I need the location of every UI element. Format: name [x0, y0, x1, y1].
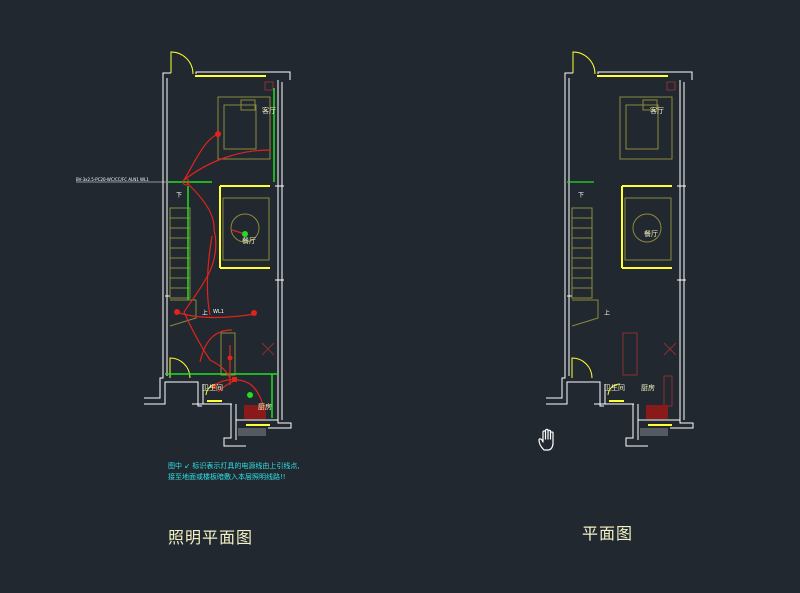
- left-label-dining: 餐厅: [242, 236, 256, 245]
- left-hatch: [244, 405, 266, 419]
- left-green-lines: [165, 88, 278, 418]
- left-doors: [169, 51, 219, 396]
- right-windows: [597, 75, 672, 426]
- hand-pointer-icon: [538, 428, 560, 456]
- right-step: [640, 428, 668, 436]
- left-extras: [261, 81, 275, 356]
- left-feeder-label: BV-3x2.5-PC20-WC/CC/FC ALN1 WL1: [76, 177, 149, 182]
- left-windows: [195, 75, 270, 426]
- left-lamps: [174, 131, 257, 398]
- right-label-dining: 餐厅: [644, 229, 658, 238]
- lighting-plan: [144, 51, 292, 447]
- lighting-note-line-2: 接至地面或楼板暗敷入本层照明线路!!: [168, 473, 286, 481]
- left-circuit-label: WL1: [213, 309, 224, 315]
- right-label-kitchen: 厨房: [641, 383, 655, 392]
- floor-plan-title: 平面图: [582, 524, 634, 543]
- right-doors: [571, 51, 621, 396]
- right-walls: [546, 71, 694, 447]
- right-hatch: [646, 405, 668, 419]
- left-label-kitchen: 厨房: [258, 402, 272, 411]
- left-label-bathroom: 卫生间: [202, 383, 223, 392]
- left-stair-down: 下: [176, 192, 182, 199]
- left-label-living: 客厅: [262, 106, 276, 115]
- right-stair-down: 下: [578, 192, 584, 199]
- right-label-living: 客厅: [650, 106, 664, 115]
- floor-plan: [546, 51, 694, 447]
- left-step: [238, 428, 266, 436]
- lighting-plan-title: 照明平面图: [168, 528, 254, 547]
- left-stair-up: 上: [202, 309, 208, 317]
- right-label-bathroom: 卫生间: [604, 383, 625, 392]
- right-furniture: [571, 96, 673, 327]
- left-walls: [144, 71, 292, 447]
- right-stair-up: 上: [604, 309, 610, 317]
- lighting-note-line-1: 图中 ↙ 标识表示灯具的电源线由上引线点,: [168, 462, 300, 470]
- right-extras: [622, 81, 677, 407]
